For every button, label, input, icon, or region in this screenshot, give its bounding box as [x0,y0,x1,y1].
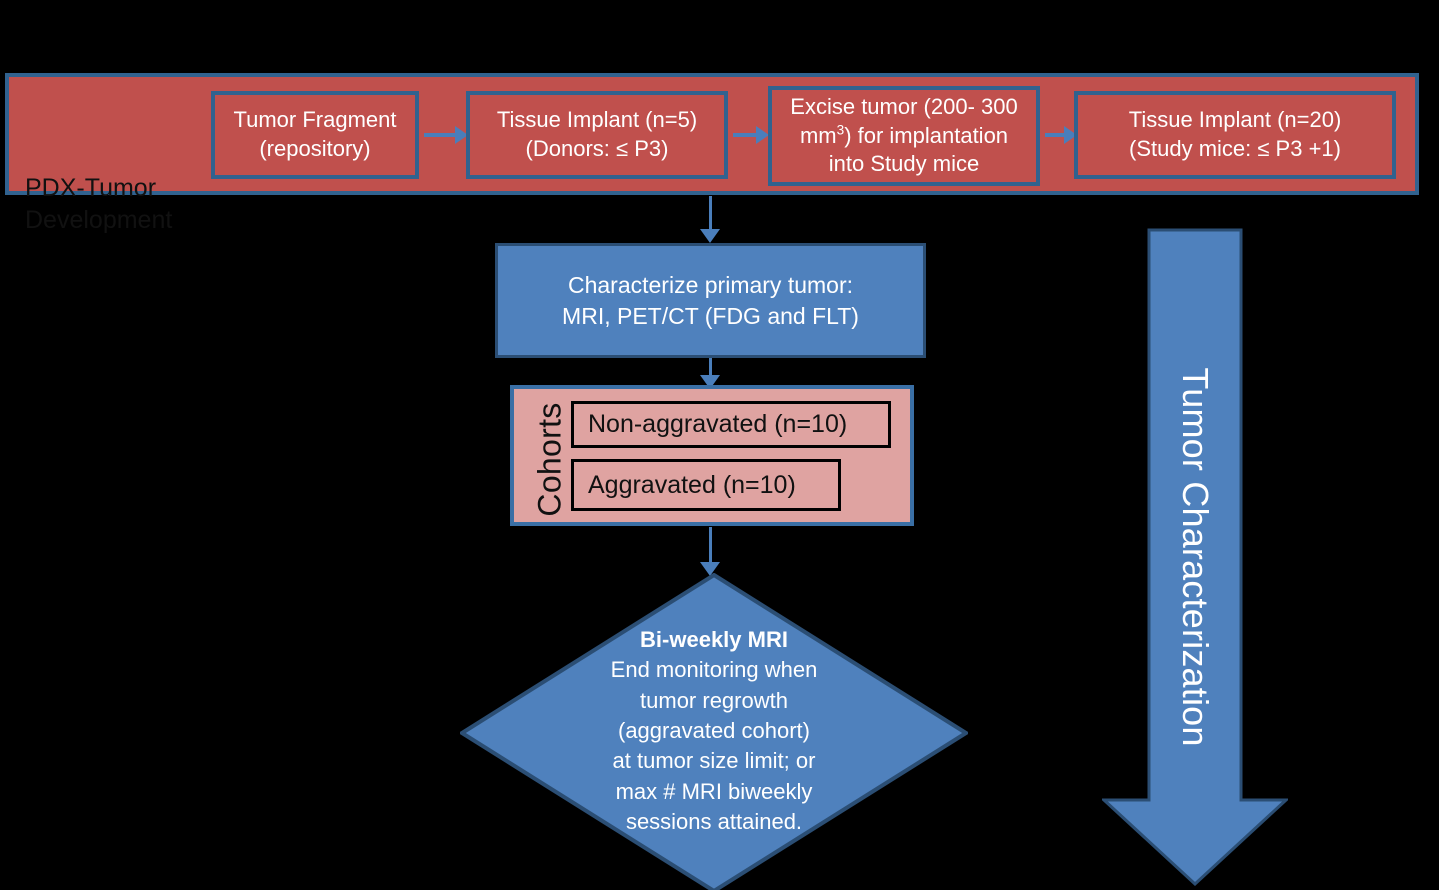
cohorts-label: Cohorts [531,402,568,517]
decision-line-4: at tumor size limit; or [612,748,816,774]
down-arrow-icon [1100,228,1290,887]
arrow-excise-to-study-implant-icon [1045,126,1077,144]
decision-heading: Bi-weekly MRI [640,627,788,652]
box-tissue-implant-donors-text: Tissue Implant (n=5) (Donors: ≤ P3) [496,107,698,161]
decision-line-3: (aggravated cohort) [618,718,810,744]
box-tissue-implant-donors[interactable]: Tissue Implant (n=5) (Donors: ≤ P3) [466,91,728,179]
band-title: PDX-Tumor Development [25,174,173,234]
box-tumor-fragment[interactable]: Tumor Fragment (repository) [211,91,419,179]
cohort-item-non-aggravated[interactable]: Non-aggravated (n=10) [571,401,891,448]
decision-diamond[interactable]: Bi-weekly MRI End monitoring when tumor … [460,573,968,890]
tumor-characterization-arrow: Tumor Characterization [1100,228,1290,887]
box-excise-tumor[interactable]: Excise tumor (200- 300 mm3) for implanta… [768,86,1040,186]
decision-line-2: tumor regrowth [640,687,788,713]
box-characterize-primary-tumor-text: Characterize primary tumor: MRI, PET/CT … [562,271,859,329]
cohort-item-aggravated[interactable]: Aggravated (n=10) [571,459,841,511]
cohort-item-non-aggravated-label: Non-aggravated (n=10) [588,410,848,438]
decision-line-6: sessions attained. [625,809,803,835]
decision-line-5: max # MRI biweekly [615,778,813,804]
arrow-fragment-to-implant-icon [424,126,468,144]
arrow-band-to-characterize-icon [700,196,720,243]
decision-diamond-text: Bi-weekly MRI End monitoring when tumor … [460,625,968,838]
decision-diamond-shape-icon [460,573,968,890]
arrow-implant-to-excise-icon [733,126,769,144]
box-tissue-implant-study-mice-text: Tissue Implant (n=20) (Study mice: ≤ P3 … [1128,107,1342,161]
cohorts-group: Cohorts Non-aggravated (n=10) Aggravated… [510,385,914,526]
tumor-characterization-label: Tumor Characterization [1175,367,1216,747]
decision-line-1: End monitoring when [610,657,818,683]
box-excise-tumor-text: Excise tumor (200- 300 mm3) for implanta… [790,94,1018,177]
box-tissue-implant-study-mice[interactable]: Tissue Implant (n=20) (Study mice: ≤ P3 … [1074,91,1396,179]
box-characterize-primary-tumor[interactable]: Characterize primary tumor: MRI, PET/CT … [495,243,926,358]
arrow-cohorts-to-decision-icon [700,527,720,576]
cohort-item-aggravated-label: Aggravated (n=10) [588,470,796,499]
arrow-characterize-to-cohorts-icon [700,358,720,389]
box-tumor-fragment-text: Tumor Fragment (repository) [233,107,397,161]
